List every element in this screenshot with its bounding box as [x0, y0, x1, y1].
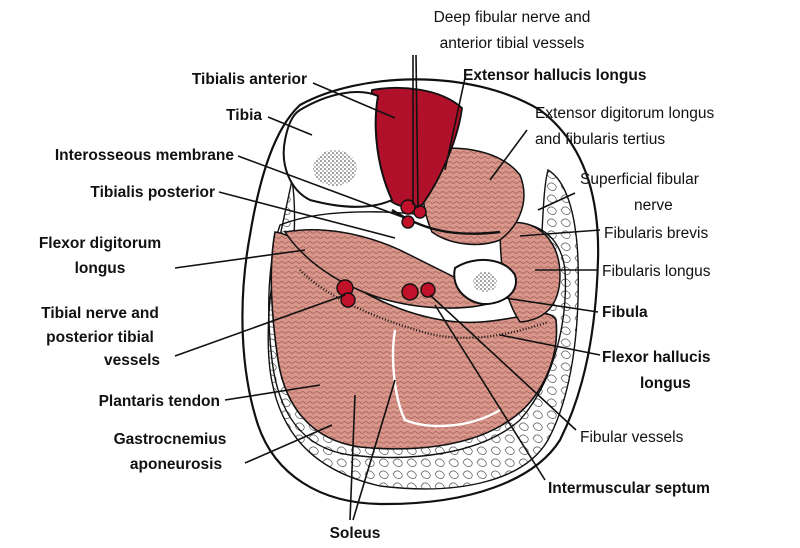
label-edl-1: Extensor digitorum longus — [535, 105, 714, 122]
label-superficial-fibular-1: Superficial fibular — [580, 171, 699, 188]
label-tibial-nerve-1: Tibial nerve and — [41, 305, 159, 322]
label-soleus: Soleus — [330, 525, 381, 542]
label-gastroc-1: Gastrocnemius — [114, 431, 227, 448]
label-deep-fibular-1: Deep fibular nerve and — [434, 9, 591, 26]
label-tibial-nerve-3: vessels — [104, 352, 160, 369]
label-fibularis-brevis: Fibularis brevis — [604, 225, 708, 242]
label-tibialis-anterior: Tibialis anterior — [192, 71, 307, 88]
interosseous-membrane-line — [391, 208, 501, 235]
label-fibularis-longus: Fibularis longus — [602, 263, 711, 280]
label-tibialis-posterior: Tibialis posterior — [90, 184, 215, 201]
tibia-marrow — [313, 150, 357, 186]
label-fhl-2: longus — [640, 375, 691, 392]
label-interosseous: Interosseous membrane — [55, 147, 235, 164]
label-superficial-fibular-2: nerve — [634, 197, 673, 214]
anterior-compartment — [422, 147, 525, 246]
label-extensor-hallucis: Extensor hallucis longus — [463, 67, 646, 84]
label-tibia: Tibia — [226, 107, 262, 124]
intermuscular-septum-line — [299, 269, 549, 339]
leader-lines — [174, 54, 601, 521]
label-intermuscular: Intermuscular septum — [548, 480, 710, 497]
label-deep-fibular-2: anterior tibial vessels — [440, 35, 585, 52]
label-tibial-nerve-2: posterior tibial — [46, 329, 154, 346]
label-fdl-1: Flexor digitorum — [39, 235, 161, 252]
fibular-vessels — [401, 282, 436, 301]
label-fdl-2: longus — [75, 260, 126, 277]
label-edl-2: and fibularis tertius — [535, 131, 665, 148]
soleus-division — [391, 329, 501, 428]
label-fhl-1: Flexor hallucis — [602, 349, 711, 366]
label-plantaris: Plantaris tendon — [99, 393, 220, 410]
posterior-tibial-vessels — [336, 279, 356, 308]
label-gastroc-2: aponeurosis — [130, 456, 222, 473]
anterior-tibial-vessels — [400, 199, 427, 229]
fibula-marrow — [473, 272, 497, 292]
label-fibular-vessels: Fibular vessels — [580, 429, 684, 446]
label-fibula: Fibula — [602, 304, 648, 321]
